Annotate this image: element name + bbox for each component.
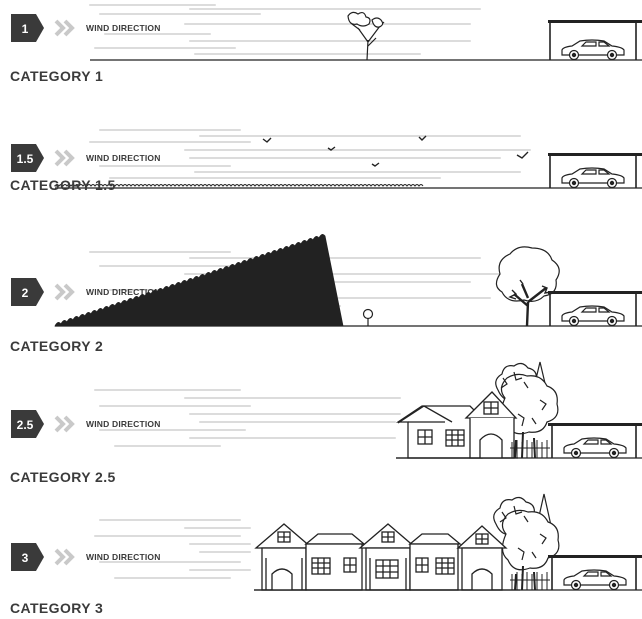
panel-category-1: 1 WIND DIRECTION CATEGORY 1	[0, 0, 642, 120]
badge-label: 3	[22, 551, 29, 565]
chevron-icon	[56, 21, 72, 35]
wind-lines	[95, 390, 400, 446]
houses-row-icon	[254, 524, 520, 590]
hedge-icon	[55, 234, 343, 326]
car-icon	[562, 306, 624, 326]
panel-category-1-5: 1.5 WIND DIRECTION CATEGORY 1.5	[0, 120, 642, 240]
car-icon	[562, 168, 624, 188]
wind-lines	[95, 520, 250, 578]
category-title: CATEGORY 2	[10, 338, 103, 354]
scene-category-1: 1 WIND DIRECTION	[0, 0, 642, 120]
small-tree-icon	[364, 310, 373, 327]
wind-direction-label: WIND DIRECTION	[86, 23, 161, 33]
badge-label: 1	[22, 22, 29, 36]
category-title: CATEGORY 1.5	[10, 177, 116, 193]
chevron-icon	[56, 417, 72, 431]
category-title: CATEGORY 3	[10, 600, 103, 616]
panel-category-3: 3 WIND DIRECTION	[0, 490, 642, 619]
car-icon	[564, 438, 626, 458]
category-title: CATEGORY 2.5	[10, 469, 116, 485]
badge-label: 1.5	[17, 152, 34, 166]
car-icon	[562, 40, 624, 60]
car-icon	[564, 570, 626, 590]
category-title: CATEGORY 1	[10, 68, 103, 84]
wind-direction-label: WIND DIRECTION	[86, 153, 161, 163]
tree-cluster-icon	[494, 494, 559, 590]
wind-direction-label: WIND DIRECTION	[86, 419, 161, 429]
badge-label: 2	[22, 286, 29, 300]
tree-icon	[348, 12, 384, 60]
chevron-icon	[56, 285, 72, 299]
badge-label: 2.5	[17, 418, 34, 432]
chevron-icon	[56, 151, 72, 165]
wind-direction-label: WIND DIRECTION	[86, 552, 161, 562]
panel-category-2: 2 WIND DIRECTION CATEGORY	[0, 240, 642, 360]
chevron-icon	[56, 550, 72, 564]
house-icon	[396, 392, 518, 458]
panel-category-2-5: 2.5 WIND DIRECTION	[0, 360, 642, 490]
